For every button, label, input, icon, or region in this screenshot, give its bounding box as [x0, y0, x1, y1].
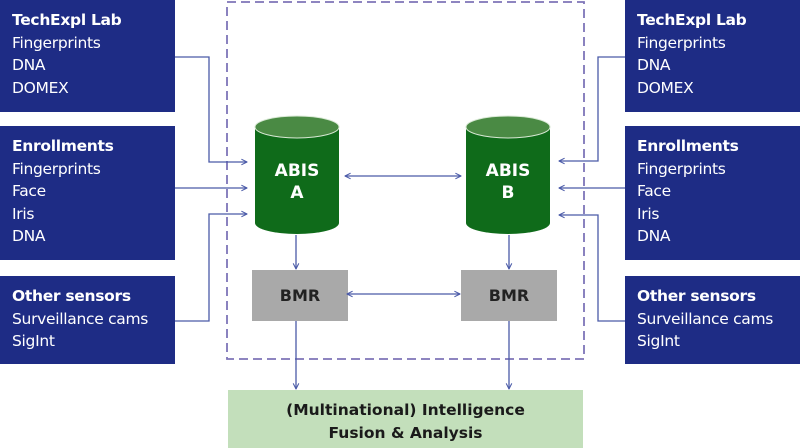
fusion-line-1: (Multinational) Intelligence — [286, 401, 525, 419]
left-other-sensors-box: Other sensors Surveillance cams SigInt — [0, 276, 175, 364]
bmr-a-box: BMR — [252, 270, 348, 321]
abis-b-database-icon — [465, 115, 551, 234]
abis-b-line-1: ABIS — [485, 161, 531, 181]
source-item: Face — [12, 182, 46, 200]
abis-a-line-1: ABIS — [274, 161, 320, 181]
connector-right-sensors — [559, 215, 625, 322]
right-other-sensors-box: Other sensors Surveillance cams SigInt — [625, 276, 800, 364]
source-title: Enrollments — [637, 137, 739, 155]
source-item: Fingerprints — [637, 33, 726, 52]
source-item: DNA — [12, 227, 46, 245]
source-item: Surveillance cams — [637, 309, 774, 328]
source-item: DNA — [637, 56, 671, 74]
right-enrollments-box: Enrollments Fingerprints Face Iris DNA — [625, 126, 800, 260]
source-title: TechExpl Lab — [12, 11, 122, 29]
connector-left-sensors — [175, 214, 247, 322]
abis-a-database-icon — [254, 115, 340, 234]
abis-b-label: ABIS B — [458, 160, 558, 204]
source-item: Fingerprints — [12, 33, 101, 52]
source-item: DNA — [637, 227, 671, 245]
source-item: Face — [637, 182, 671, 200]
source-title: Other sensors — [12, 287, 131, 305]
source-title: TechExpl Lab — [637, 11, 747, 29]
source-item: Iris — [637, 204, 660, 223]
source-item: Fingerprints — [12, 159, 101, 178]
bmr-a-label: BMR — [279, 286, 321, 305]
bmr-b-label: BMR — [488, 286, 530, 305]
source-item: Fingerprints — [637, 159, 726, 178]
source-item: Surveillance cams — [12, 309, 149, 328]
source-item: SigInt — [637, 332, 680, 350]
fusion-line-2: Fusion & Analysis — [328, 424, 483, 442]
bmr-b-box: BMR — [461, 270, 557, 321]
source-item: DOMEX — [637, 78, 694, 97]
source-item: DNA — [12, 56, 46, 74]
source-title: Enrollments — [12, 137, 114, 155]
intelligence-fusion-box: (Multinational) Intelligence Fusion & An… — [228, 390, 583, 448]
source-item: Iris — [12, 204, 35, 223]
system-boundary — [226, 1, 585, 360]
source-item: DOMEX — [12, 78, 69, 97]
connector-right-techexpl — [559, 56, 625, 161]
abis-b-line-2: B — [501, 183, 515, 203]
source-item: SigInt — [12, 332, 55, 350]
connector-left-techexpl — [175, 56, 247, 162]
left-enrollments-box: Enrollments Fingerprints Face Iris DNA — [0, 126, 175, 260]
right-techexpl-lab-box: TechExpl Lab Fingerprints DNA DOMEX — [625, 0, 800, 112]
left-techexpl-lab-box: TechExpl Lab Fingerprints DNA DOMEX — [0, 0, 175, 112]
abis-a-label: ABIS A — [247, 160, 347, 204]
abis-a-line-2: A — [290, 183, 304, 203]
source-title: Other sensors — [637, 287, 756, 305]
